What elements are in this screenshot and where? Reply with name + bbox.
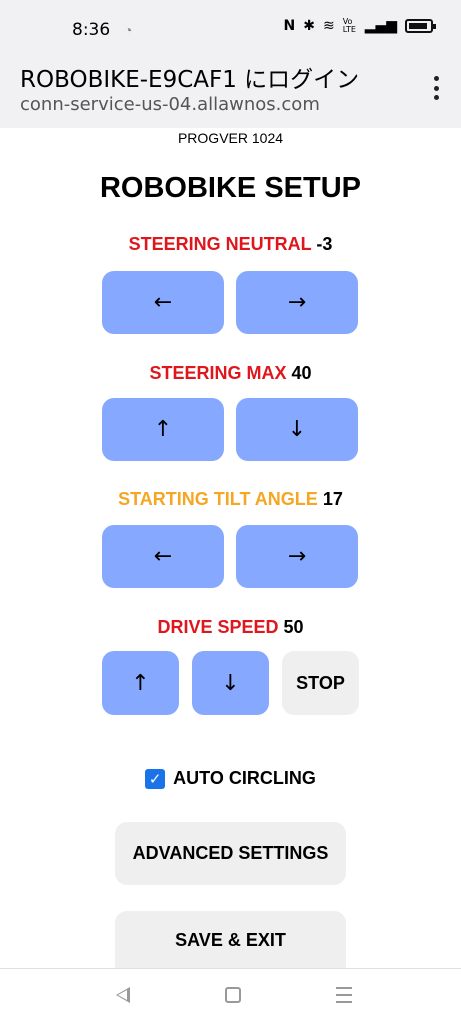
steering-max-down-button[interactable]: ↓ xyxy=(236,398,358,461)
tilt-angle-right-button[interactable]: → xyxy=(236,525,358,588)
status-time: 8:36 xyxy=(72,20,111,40)
save-exit-button[interactable]: SAVE & EXIT xyxy=(115,911,346,969)
wifi-icon: ≋ xyxy=(322,18,335,34)
steering-neutral-name: STEERING NEUTRAL xyxy=(128,234,312,254)
page-title: ROBOBIKE SETUP xyxy=(99,172,362,204)
drive-speed-up-button[interactable]: ↑ xyxy=(102,651,179,715)
auto-circling-checkbox[interactable]: ✓ xyxy=(145,768,166,789)
tilt-angle-value: 17 xyxy=(322,489,343,509)
advanced-settings-button[interactable]: ADVANCED SETTINGS xyxy=(115,822,346,885)
recent-apps-icon[interactable] xyxy=(336,987,352,1003)
steering-max-value: 40 xyxy=(291,363,312,383)
status-icons: N ✱ ≋ Vo LTE ▂▄▆ xyxy=(283,17,436,34)
nfc-icon: N xyxy=(283,18,296,34)
steering-max-label: STEERING MAX 40 xyxy=(0,363,461,384)
battery-icon xyxy=(405,19,436,33)
bluetooth-icon: ✱ xyxy=(303,18,315,34)
drive-speed-label: DRIVE SPEED 50 xyxy=(0,617,461,638)
steering-max-name: STEERING MAX xyxy=(149,363,287,383)
back-icon[interactable] xyxy=(116,987,130,1003)
more-options-icon[interactable] xyxy=(433,76,439,100)
steering-neutral-right-button[interactable]: → xyxy=(236,271,358,334)
auto-circling-label: AUTO CIRCLING xyxy=(173,768,316,788)
page-url: conn-service-us-04.allawnos.com xyxy=(20,94,320,115)
steering-max-up-button[interactable]: ↑ xyxy=(102,398,224,461)
drive-speed-value: 50 xyxy=(283,617,304,637)
volte-icon: Vo LTE xyxy=(342,17,356,34)
wifi-question-icon: ◔ xyxy=(124,22,133,38)
system-nav-bar xyxy=(0,968,461,1024)
tilt-angle-label: STARTING TILT ANGLE 17 xyxy=(0,489,461,510)
status-bar: 8:36 ◔ N ✱ ≋ Vo LTE ▂▄▆ xyxy=(0,0,461,58)
program-version: PROGVER 1024 xyxy=(177,130,284,146)
drive-speed-down-button[interactable]: ↓ xyxy=(192,651,269,715)
steering-neutral-label: STEERING NEUTRAL -3 xyxy=(0,234,461,255)
steering-neutral-left-button[interactable]: ← xyxy=(102,271,224,334)
signal-icon: ▂▄▆ xyxy=(364,18,397,34)
drive-speed-name: DRIVE SPEED xyxy=(157,617,279,637)
page-login-title: ROBOBIKE-E9CAF1 にログイン xyxy=(20,67,360,93)
tilt-angle-name: STARTING TILT ANGLE xyxy=(118,489,318,509)
home-icon[interactable] xyxy=(225,987,241,1003)
tilt-angle-left-button[interactable]: ← xyxy=(102,525,224,588)
auto-circling-row: ✓ AUTO CIRCLING xyxy=(0,768,461,789)
steering-neutral-value: -3 xyxy=(316,234,333,254)
stop-button[interactable]: STOP xyxy=(282,651,359,715)
browser-header: ROBOBIKE-E9CAF1 にログイン conn-service-us-04… xyxy=(0,58,461,128)
